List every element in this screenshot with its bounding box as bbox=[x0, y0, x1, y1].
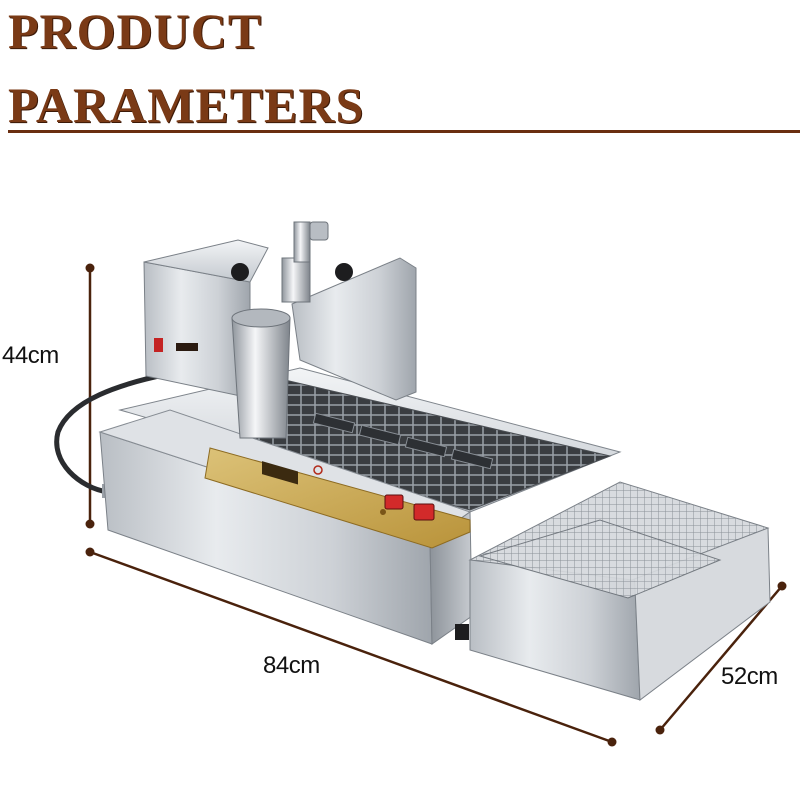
machine-foot bbox=[455, 624, 469, 640]
batter-hopper bbox=[231, 317, 291, 439]
knob-icon[interactable] bbox=[231, 263, 249, 281]
indicator-light bbox=[313, 465, 323, 475]
power-switch-1[interactable] bbox=[384, 494, 404, 510]
knob-icon[interactable] bbox=[335, 263, 353, 281]
dimension-label-width: 52cm bbox=[721, 663, 778, 690]
dimension-line-height bbox=[85, 263, 95, 529]
motor-display bbox=[176, 343, 198, 351]
header-divider bbox=[8, 130, 800, 133]
title-line-parameters: PARAMETERS bbox=[8, 77, 365, 133]
drawer-mesh-basket bbox=[478, 519, 722, 599]
dimension-label-height: 44cm bbox=[2, 342, 59, 369]
power-cord bbox=[54, 371, 171, 495]
screw-icon bbox=[380, 509, 386, 515]
dispenser-arm bbox=[281, 257, 311, 303]
dimension-line-length bbox=[85, 547, 617, 747]
side-panel bbox=[291, 257, 417, 401]
temperature-display bbox=[262, 461, 298, 485]
dimension-label-length: 84cm bbox=[263, 652, 320, 679]
power-switch-2[interactable] bbox=[413, 503, 435, 521]
dimension-line-width bbox=[655, 581, 787, 735]
motor-switch[interactable] bbox=[154, 338, 163, 352]
conveyor-paddles bbox=[312, 412, 494, 470]
title-line-product: PRODUCT bbox=[8, 3, 263, 59]
